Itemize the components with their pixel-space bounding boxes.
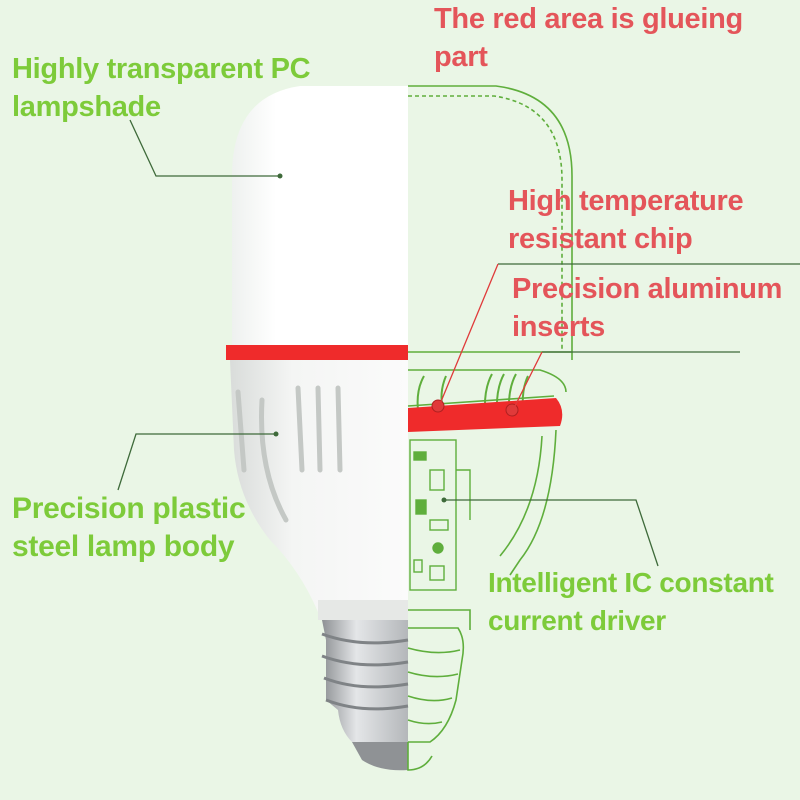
wireframe-shade-inner <box>408 95 563 352</box>
base-contact <box>352 742 408 771</box>
glue-area-label-line1: The red area is glueing <box>434 3 743 35</box>
callout-lampshade-dot <box>277 173 283 179</box>
screw-base <box>322 620 408 742</box>
lamp-body-label: Precision plastic steel lamp body <box>12 490 282 566</box>
callout-lampshade <box>129 119 280 177</box>
callout-lamp-body <box>117 433 276 491</box>
wireframe-shoulder <box>408 369 567 393</box>
lampshade-label-line1: Highly transparent PC <box>12 53 311 85</box>
chip-label-line2: resistant chip <box>508 223 693 255</box>
callout-lines <box>117 119 800 567</box>
callout-aluminum <box>513 351 543 409</box>
wireframe-base-threads <box>407 647 461 725</box>
aluminum-label-line1: Precision aluminum <box>512 273 783 305</box>
lampshade-label-line2: lampshade <box>12 91 161 123</box>
bulb-left-half <box>226 86 409 771</box>
glue-ring-left <box>226 345 408 360</box>
wireframe-neck <box>408 609 471 630</box>
bulb-right-wireframe <box>407 85 573 771</box>
driver-label-line1: Intelligent IC constant <box>488 567 774 598</box>
glue-area-label-line2: part <box>434 41 488 73</box>
screw-threads <box>321 632 409 711</box>
lamp-body-label-line2: steel lamp body <box>12 530 235 563</box>
lampshade <box>232 86 408 346</box>
lamp-body <box>230 360 408 612</box>
glue-area-label: The red area is glueing part <box>434 0 800 76</box>
driver-circuit-board <box>409 439 471 591</box>
aluminum-label: Precision aluminum inserts <box>512 270 800 346</box>
callout-driver-dot <box>441 497 447 503</box>
glue-ring-right <box>408 398 563 432</box>
chip-label-line1: High temperature <box>508 185 744 217</box>
wireframe-body-outline <box>509 429 557 576</box>
chip-label: High temperature resistant chip <box>508 182 800 258</box>
wireframe-shade-outer <box>408 85 573 360</box>
aluminum-label-line2: inserts <box>512 311 605 343</box>
led-chip-1 <box>431 399 445 413</box>
lamp-body-label-line1: Precision plastic <box>12 492 246 525</box>
body-ribs <box>235 385 343 523</box>
wireframe-contact <box>407 742 433 771</box>
callout-lamp-body-dot <box>273 431 279 437</box>
wireframe-base <box>408 627 465 743</box>
driver-label-line2: current driver <box>488 605 666 636</box>
lampshade-label: Highly transparent PC lampshade <box>12 50 352 126</box>
callout-chip <box>439 263 499 405</box>
wireframe-body-inner <box>499 435 543 557</box>
driver-label: Intelligent IC constant current driver <box>488 564 800 640</box>
body-neck <box>318 600 408 620</box>
led-chip-2 <box>505 403 519 417</box>
callout-driver <box>444 499 659 567</box>
